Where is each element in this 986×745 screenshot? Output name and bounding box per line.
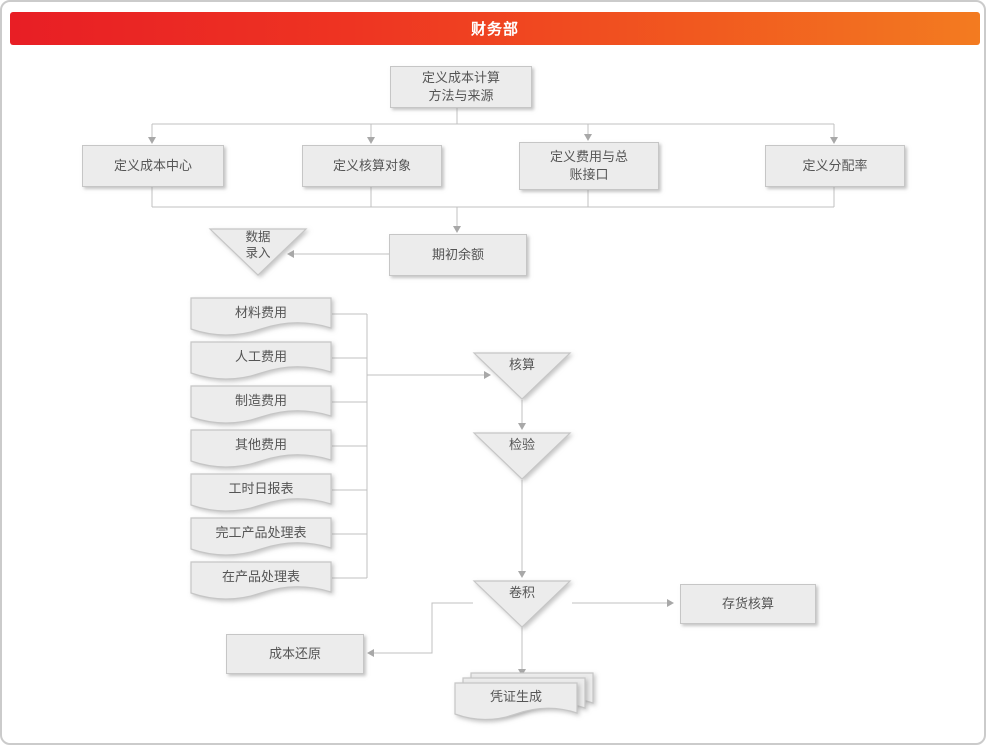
- node-inventory-accounting: 存货核算: [680, 584, 816, 624]
- arrowhead-down: [518, 571, 526, 578]
- document-icon: [190, 297, 332, 336]
- node-label: 凭证生成: [489, 689, 542, 704]
- arrowhead-down: [518, 423, 526, 430]
- node-define-cost-method-source: 定义成本计算 方法与来源: [390, 66, 532, 108]
- document-icon: [190, 561, 332, 600]
- node-inspection: 检验: [472, 431, 572, 481]
- document-icon: [190, 341, 332, 380]
- inverted-triangle-icon: [472, 352, 572, 400]
- node-label: 其他费用: [234, 437, 287, 452]
- arrowhead-down: [830, 137, 838, 144]
- node-opening-balance: 期初余额: [389, 234, 527, 276]
- arrowhead-down: [584, 134, 592, 141]
- connector-level2-bus: [151, 185, 835, 226]
- node-labor-cost: 人工费用: [190, 341, 332, 387]
- document-icon: [190, 473, 332, 512]
- inverted-triangle-icon: [472, 580, 572, 628]
- arrowhead-down: [148, 137, 156, 144]
- node-define-cost-center: 定义成本中心: [82, 145, 224, 187]
- arrowhead-down: [453, 226, 461, 233]
- node-label: 工时日报表: [228, 481, 294, 496]
- document-icon: [190, 429, 332, 468]
- arrowhead-down: [367, 137, 375, 144]
- node-label: 在产品处理表: [221, 569, 300, 584]
- document-icon: [190, 385, 332, 424]
- node-other-cost: 其他费用: [190, 429, 332, 475]
- node-label: 材料费用: [234, 305, 287, 320]
- node-material-cost: 材料费用: [190, 297, 332, 343]
- node-label: 卷积: [508, 585, 535, 600]
- node-cost-restoration: 成本还原: [226, 634, 364, 674]
- node-label: 完工产品处理表: [215, 525, 307, 540]
- arrowhead-left: [287, 250, 294, 258]
- document-stack-page: 凭证生成: [454, 682, 578, 728]
- arrowhead-right: [484, 371, 491, 379]
- node-finished-goods-sheet: 完工产品处理表: [190, 517, 332, 563]
- node-cost-rollup: 卷积: [472, 579, 572, 629]
- header-bar: 财务部: [10, 12, 980, 45]
- node-costing: 核算: [472, 351, 572, 401]
- inverted-triangle-icon: [208, 228, 308, 276]
- node-label: 数据 录入: [245, 230, 271, 261]
- node-label: 检验: [508, 437, 535, 452]
- arrowhead-right: [667, 599, 674, 607]
- node-define-expense-gl-interface: 定义费用与总 账接口: [519, 142, 659, 190]
- node-manufacturing-cost: 制造费用: [190, 385, 332, 431]
- node-label: 人工费用: [234, 349, 287, 364]
- node-wip-sheet: 在产品处理表: [190, 561, 332, 607]
- node-define-allocation-rate: 定义分配率: [765, 145, 905, 187]
- node-label: 核算: [508, 357, 535, 372]
- node-voucher-generation: 凭证生成: [454, 672, 604, 730]
- connector-docs-bus: [332, 313, 484, 579]
- connector-rollup-restoration: [374, 602, 473, 654]
- node-define-accounting-object: 定义核算对象: [302, 145, 442, 187]
- node-data-entry: 数据 录入: [208, 227, 308, 277]
- inverted-triangle-icon: [472, 432, 572, 480]
- document-icon: [190, 517, 332, 556]
- connector-top-bus: [151, 106, 835, 137]
- header-title: 财务部: [470, 21, 519, 38]
- node-timesheet-daily: 工时日报表: [190, 473, 332, 519]
- node-label: 制造费用: [234, 393, 287, 408]
- document-icon: [454, 682, 578, 721]
- arrowhead-left: [367, 649, 374, 657]
